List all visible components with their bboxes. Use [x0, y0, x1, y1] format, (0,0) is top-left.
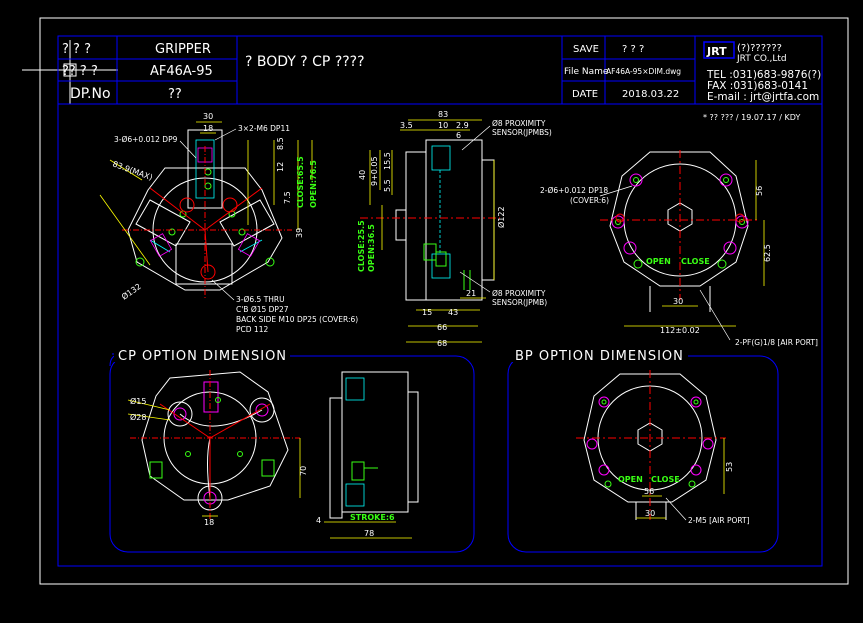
bp-dim-53: 53	[725, 462, 734, 472]
title-value-model: AF46A-95	[150, 64, 213, 79]
side-dim-83: 83	[438, 110, 448, 119]
bp-close-label: CLOSE	[651, 475, 680, 484]
company-name-ko: (?)??????	[737, 43, 782, 54]
back-view: 56 62.5 30 112±0.02 OPEN CLOSE 2-Ø6+0.01…	[540, 150, 818, 347]
front-dim-12: 12	[276, 162, 285, 172]
cp-dim-28: Ø28	[130, 412, 146, 422]
front-dim-8-5: 8.5	[276, 137, 285, 150]
title-label-2: ?? ? ?	[62, 64, 98, 79]
title-label-1: ? ? ?	[62, 42, 91, 57]
bp-port-note: 2-M5 [AIR PORT]	[688, 516, 750, 525]
side-dim-21: 21	[466, 289, 476, 298]
bp-dim-30: 30	[645, 509, 655, 518]
side-close-label: CLOSE:25.5	[357, 220, 366, 272]
cp-dim-18: 18	[204, 518, 214, 527]
front-note-tap: 3×2-M6 DP11	[238, 124, 290, 133]
side-dim-15-5: 15.5	[383, 152, 392, 170]
back-open-label: OPEN	[646, 257, 671, 266]
company-email: E-mail : jrt@jrtfa.com	[707, 91, 819, 103]
side-dim-10: 10	[438, 121, 448, 130]
back-dim-30: 30	[673, 297, 683, 306]
sheet-border	[39, 17, 849, 585]
cp-dim-4: 4	[316, 516, 321, 525]
side-sensor-top-1: Ø8 PROXIMITY	[492, 119, 546, 128]
company-fax: FAX :031)683-0141	[707, 80, 808, 92]
back-port-note: 2-PF(G)1/8 [AIR PORT]	[735, 338, 818, 347]
side-sensor-bot-1: Ø8 PROXIMITY	[492, 289, 546, 298]
side-dim-5-5: 5.5	[383, 179, 392, 192]
cp-stroke-label: STROKE:6	[350, 513, 395, 522]
front-dim-30: 30	[203, 112, 213, 121]
company-tel: TEL :031)683-9876(?)	[706, 69, 821, 81]
front-note-thru-3: BACK SIDE M10 DP25 (COVER:6)	[236, 315, 358, 324]
cp-section-title: CP OPTION DIMENSION	[118, 349, 287, 364]
front-note-pin: 3-Ø6+0.012 DP9	[114, 135, 178, 144]
title-value-dp-no: ??	[168, 87, 182, 102]
front-note-thru-1: 3-Ø6.5 THRU	[236, 295, 285, 304]
crosshair-cursor	[22, 40, 118, 104]
front-dim-39: 39	[295, 228, 304, 238]
side-dim-68: 68	[437, 339, 447, 348]
front-note-thru-2: C'B Ø15 DP27	[236, 305, 289, 314]
back-close-label: CLOSE	[681, 257, 710, 266]
cp-dim-70: 70	[299, 466, 308, 476]
bp-option-section: BP OPTION DIMENSION	[507, 346, 779, 553]
cp-option-section: CP OPTION DIMENSION	[109, 346, 475, 553]
side-dim-2-9: 2.9	[456, 121, 469, 130]
back-dim-112: 112±0.02	[660, 326, 700, 335]
cp-dim-15: Ø15	[130, 396, 146, 406]
front-note-thru-4: PCD 112	[236, 325, 268, 334]
bp-open-label: OPEN	[618, 475, 643, 484]
front-open-label: OPEN:76.5	[309, 160, 318, 208]
drawing-title: ? BODY ? CP ????	[245, 54, 365, 70]
title-label-dp-no: DP.No	[70, 86, 111, 102]
side-dim-6: 6	[456, 131, 461, 140]
revision-note: * ?? ??? / 19.07.17 / KDY	[703, 113, 800, 122]
front-dim-7-5: 7.5	[283, 191, 292, 204]
file-name-value: AF46A-95×DIM.dwg	[606, 67, 681, 76]
date-value: 2018.03.22	[622, 89, 679, 100]
back-note-pin-1: 2-Ø6+0.012 DP18	[540, 186, 608, 195]
side-view: 83 3.5 10 2.9 6 40 9+0.05 15.5 5.5 CLOSE…	[357, 110, 552, 348]
bp-section-title: BP OPTION DIMENSION	[515, 349, 684, 364]
title-value-part-type: GRIPPER	[155, 42, 211, 57]
front-dim-18: 18	[203, 124, 213, 133]
file-name-label: File Name	[564, 67, 609, 77]
back-note-pin-2: (COVER:6)	[570, 196, 609, 205]
side-sensor-bot-2: SENSOR(JPMB)	[492, 298, 547, 307]
side-dim-3-5: 3.5	[400, 121, 413, 130]
side-open-label: OPEN:36.5	[367, 224, 376, 272]
bp-dim-56: 56	[644, 487, 654, 496]
back-dim-62-5: 62.5	[763, 244, 772, 262]
title-block	[57, 35, 823, 105]
back-dim-56: 56	[755, 186, 764, 196]
side-dim-66: 66	[437, 323, 447, 332]
save-value: ? ? ?	[622, 44, 644, 55]
side-dim-43: 43	[448, 308, 458, 317]
save-label: SAVE	[573, 44, 599, 55]
side-dim-122: Ø122	[496, 206, 506, 228]
side-dim-9: 9+0.05	[370, 156, 379, 186]
side-sensor-top-2: SENSOR(JPMBS)	[492, 128, 552, 137]
cp-dim-78: 78	[364, 529, 374, 538]
side-dim-40: 40	[358, 170, 367, 180]
svg-text:JRT: JRT	[706, 45, 727, 58]
date-label: DATE	[572, 89, 598, 100]
side-dim-15: 15	[422, 308, 432, 317]
company-name-en: JRT CO.,Ltd	[736, 54, 787, 64]
front-close-label: CLOSE:65.5	[296, 156, 305, 208]
company-logo: JRT	[703, 41, 735, 59]
